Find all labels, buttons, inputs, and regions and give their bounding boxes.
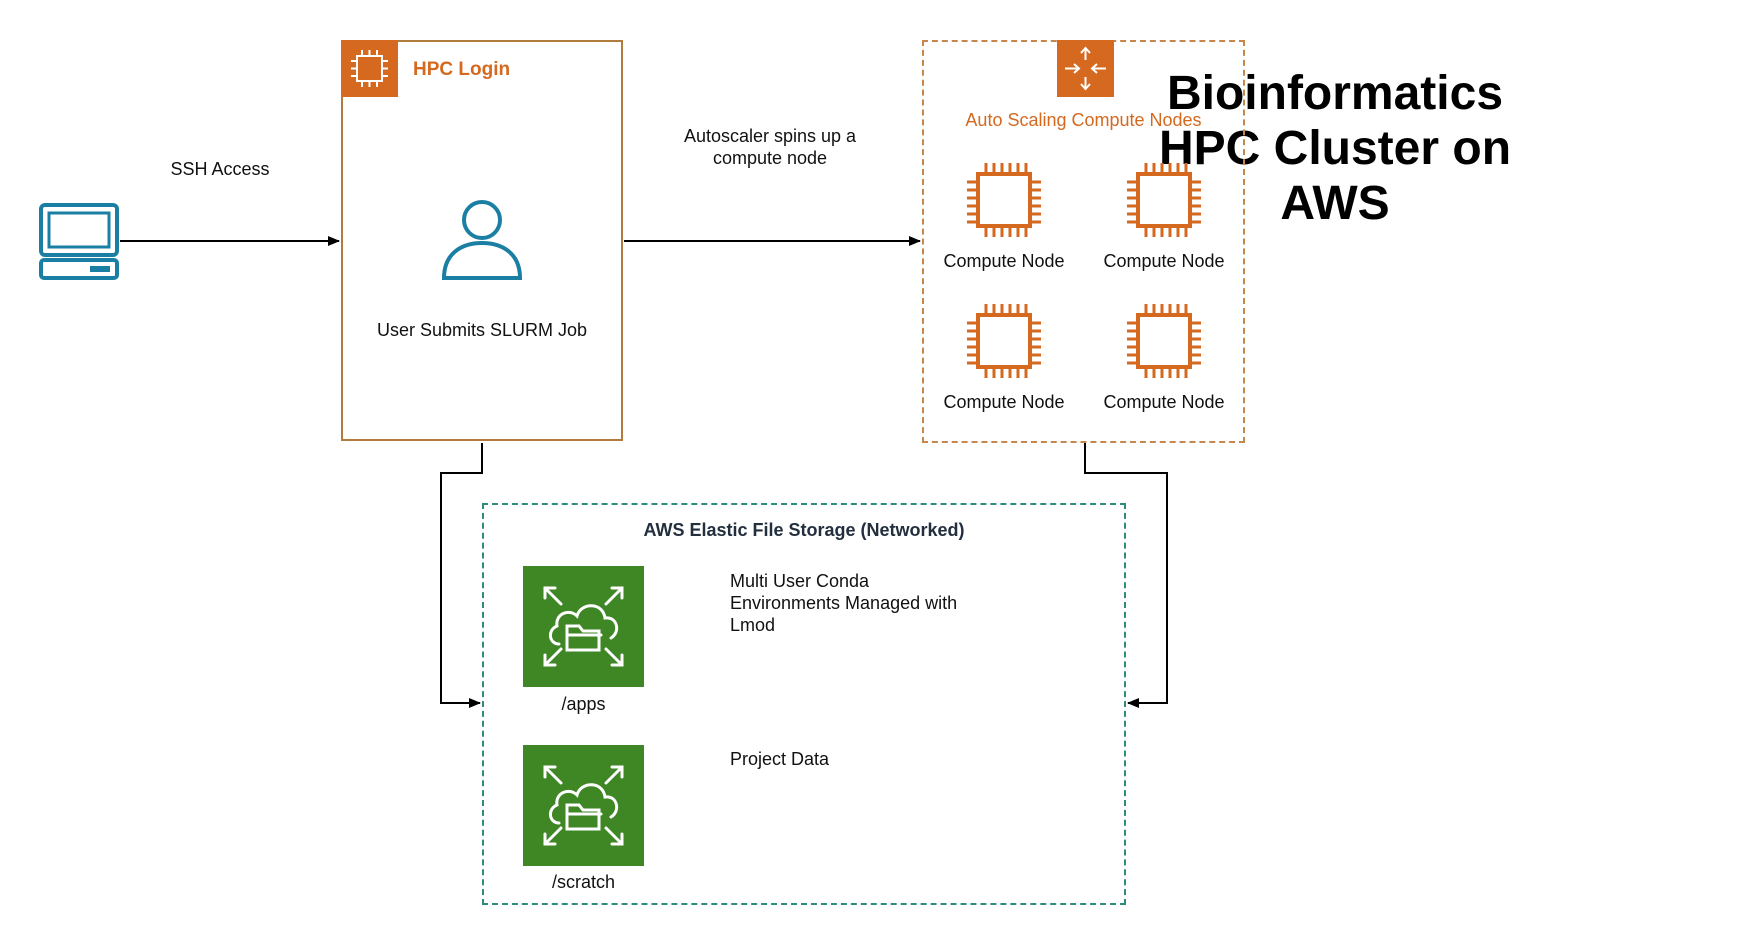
hpc-login-group (341, 40, 623, 441)
apps-volume-description: Multi User Conda Environments Managed wi… (730, 571, 958, 635)
processor-chip-icon (341, 40, 398, 97)
login-caption: User Submits SLURM Job (376, 320, 588, 340)
cpu-icon (1124, 163, 1204, 244)
computer-icon (38, 202, 120, 287)
scratch-volume-label: /scratch (551, 872, 616, 892)
compute-node-4: Compute Node (1084, 301, 1244, 413)
scratch-volume-description: Project Data (730, 749, 830, 769)
efs-icon (523, 566, 644, 687)
compute-node-label: Compute Node (1103, 392, 1225, 412)
efs-title: AWS Elastic File Storage (Networked) (643, 520, 965, 540)
efs-icon (523, 745, 644, 866)
asg-to-efs-arrow (1084, 443, 1168, 708)
compute-node-3: Compute Node (924, 301, 1084, 413)
efs-group (482, 503, 1126, 905)
ssh-access-label: SSH Access (170, 159, 270, 179)
login-to-efs-arrow (440, 443, 483, 708)
compute-node-label: Compute Node (943, 251, 1065, 271)
page-title: Bioinformatics HPC Cluster on AWS (1158, 67, 1512, 230)
auto-scaling-title: Auto Scaling Compute Nodes (965, 110, 1202, 130)
user-icon (441, 199, 523, 286)
compute-node-label: Compute Node (943, 392, 1065, 412)
compute-node-label: Compute Node (1103, 251, 1225, 271)
auto-scaling-icon (1057, 40, 1114, 97)
compute-node-2: Compute Node (1084, 160, 1244, 272)
hpc-login-title: HPC Login (413, 59, 511, 80)
autoscaler-label: Autoscaler spins up a compute node (683, 126, 857, 168)
compute-node-1: Compute Node (924, 160, 1084, 272)
cpu-icon (964, 163, 1044, 244)
apps-volume-label: /apps (561, 694, 606, 714)
cpu-icon (964, 304, 1044, 385)
cpu-icon (1124, 304, 1204, 385)
